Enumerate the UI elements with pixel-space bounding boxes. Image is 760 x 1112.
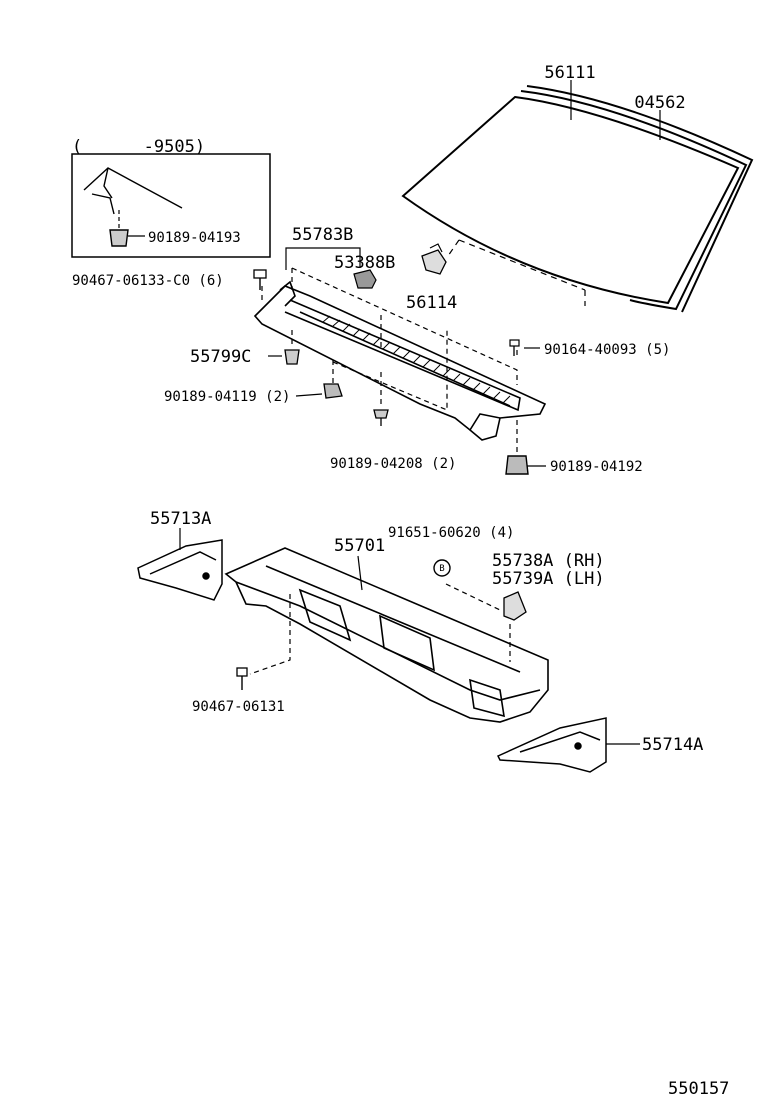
label-56114: 56114 bbox=[406, 293, 457, 313]
cowl-top-panel bbox=[253, 280, 547, 441]
cowl-hatch bbox=[322, 315, 511, 404]
clip-90189-04192 bbox=[505, 455, 529, 475]
label-55701: 55701 bbox=[334, 536, 385, 556]
screw-90467-06133 bbox=[253, 269, 267, 290]
screw-90164-40093 bbox=[509, 339, 520, 356]
label-55739a: 55739A (LH) bbox=[492, 569, 605, 589]
label-55713a: 55713A bbox=[150, 509, 211, 529]
bracket-55738a bbox=[503, 591, 527, 621]
diagram-code: 550157 bbox=[668, 1079, 729, 1099]
bolt-90467-06131 bbox=[236, 667, 248, 690]
cowl-leaders bbox=[268, 247, 546, 467]
side-panel-55714a bbox=[496, 717, 607, 773]
label-55783b: 55783B bbox=[292, 225, 353, 245]
label-55738a: 55738A (RH) bbox=[492, 551, 605, 571]
label-55799c: 55799C bbox=[190, 347, 251, 367]
lower-leaders bbox=[179, 528, 640, 745]
cowl-panel-55701 bbox=[224, 547, 549, 723]
windshield-leaders bbox=[570, 80, 661, 140]
bracket-56114 bbox=[421, 243, 447, 275]
label-90467-06133: 90467-06133-C0 (6) bbox=[72, 273, 224, 289]
lower-dashed-leaders bbox=[249, 583, 511, 675]
label-90189-04208: 90189-04208 (2) bbox=[330, 456, 456, 472]
cowl-dashed-leaders bbox=[261, 267, 518, 455]
label-53388b: 53388B bbox=[334, 253, 395, 273]
inset-range-label: ( -9505) bbox=[72, 137, 205, 157]
bolt-marker-letter: B bbox=[439, 564, 444, 574]
windshield-dashed bbox=[447, 239, 586, 306]
label-56111: 56111 bbox=[544, 63, 595, 83]
windshield-glass bbox=[401, 85, 754, 313]
label-90164-40093: 90164-40093 (5) bbox=[544, 342, 670, 358]
clip-90189-04208 bbox=[373, 409, 389, 426]
side-panel-55713a bbox=[137, 539, 223, 601]
label-55714a: 55714A bbox=[642, 735, 703, 755]
label-90189-04192: 90189-04192 bbox=[550, 459, 643, 475]
clip-90189-04119 bbox=[323, 383, 343, 399]
clip-53388b bbox=[353, 269, 377, 289]
bolt-marker bbox=[433, 559, 451, 577]
label-04562: 04562 bbox=[634, 93, 685, 113]
label-91651-60620: 91651-60620 (4) bbox=[388, 525, 514, 541]
label-90189-04119: 90189-04119 (2) bbox=[164, 389, 290, 405]
label-90467-06131: 90467-06131 bbox=[192, 699, 285, 715]
clip-55799c bbox=[284, 349, 300, 365]
label-90189-04193: 90189-04193 bbox=[148, 230, 241, 246]
inset-box bbox=[71, 153, 271, 258]
